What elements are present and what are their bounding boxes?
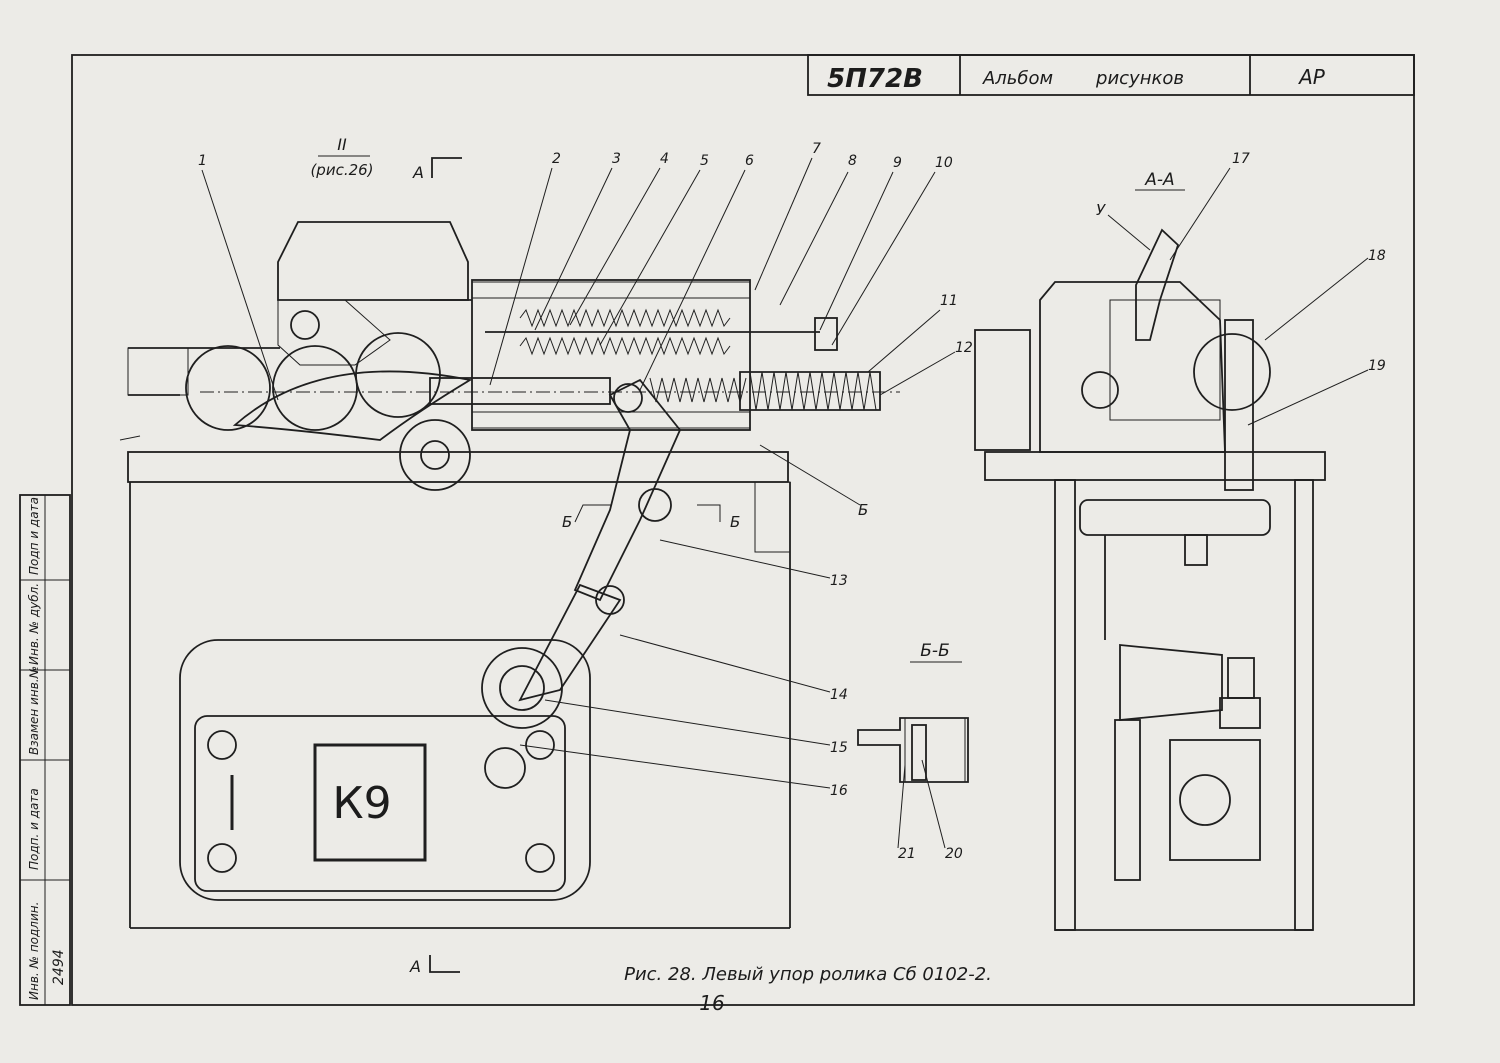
callout-16: 16 bbox=[830, 783, 848, 799]
model-number: 5П72В bbox=[827, 64, 923, 94]
ref-figure: (рис.26) bbox=[310, 161, 373, 179]
callout-13: 13 bbox=[830, 573, 848, 589]
inv-podl-label: Инв. № подлин. bbox=[27, 902, 41, 1000]
callout-19: 19 bbox=[1368, 358, 1386, 374]
callout-8: 8 bbox=[848, 153, 857, 169]
b-mark-lower: Б bbox=[858, 501, 868, 519]
main-view: К9 Б Б Б bbox=[119, 221, 900, 929]
u-mark: У bbox=[1096, 201, 1106, 219]
section-mark-bottom: А bbox=[409, 957, 421, 976]
podp-data2-label: Подп и дата bbox=[27, 497, 41, 575]
side-stamp: Инв. № подлин. 2494 Подп. и дата Взамен … bbox=[19, 494, 71, 1006]
album-label: Альбом bbox=[982, 68, 1053, 89]
k9-label: К9 bbox=[332, 778, 391, 829]
callout-11: 11 bbox=[940, 293, 958, 309]
ref-numeral: II bbox=[337, 135, 347, 154]
callout-leaders bbox=[201, 157, 1369, 849]
callout-4: 4 bbox=[660, 151, 669, 167]
callout-20: 20 bbox=[945, 846, 963, 862]
callout-1: 1 bbox=[198, 153, 207, 169]
inv-dubl-label: Инв. № дубл. bbox=[27, 583, 41, 665]
callout-7: 7 bbox=[812, 141, 821, 157]
drawing-frame bbox=[71, 54, 1415, 1006]
callout-21: 21 bbox=[898, 846, 916, 862]
callout-18: 18 bbox=[1368, 248, 1386, 264]
album-code: АР bbox=[1297, 65, 1326, 89]
callout-5: 5 bbox=[700, 153, 709, 169]
section-bb-view: Б-Б bbox=[857, 641, 969, 783]
callout-12: 12 bbox=[955, 340, 973, 356]
callout-17: 17 bbox=[1232, 151, 1250, 167]
podp-data-label: Подп. и дата bbox=[27, 788, 41, 870]
section-aa-view: А-А У bbox=[974, 170, 1326, 931]
callout-15: 15 bbox=[830, 740, 848, 756]
callout-2: 2 bbox=[552, 151, 561, 167]
callout-3: 3 bbox=[612, 151, 621, 167]
callout-10: 10 bbox=[935, 155, 953, 171]
callout-9: 9 bbox=[893, 155, 902, 171]
title-block: 5П72В Альбом рисунков АР bbox=[807, 54, 1415, 96]
section-aa-label: А-А bbox=[1144, 170, 1174, 190]
b-mark-left: Б bbox=[562, 513, 572, 531]
section-mark-top: А bbox=[412, 163, 424, 182]
section-bb-label: Б-Б bbox=[920, 641, 949, 661]
figure-caption: Рис. 28. Левый упор ролика Сб 0102-2. bbox=[624, 964, 992, 985]
callout-6: 6 bbox=[745, 153, 754, 169]
callout-14: 14 bbox=[830, 687, 848, 703]
inv-number: 2494 bbox=[51, 949, 67, 985]
page-number: 16 bbox=[699, 991, 724, 1015]
b-mark-right: Б bbox=[730, 513, 740, 531]
vzamen-label: Взамен инв.№ bbox=[27, 666, 41, 755]
drawings-label: рисунков bbox=[1095, 68, 1184, 89]
